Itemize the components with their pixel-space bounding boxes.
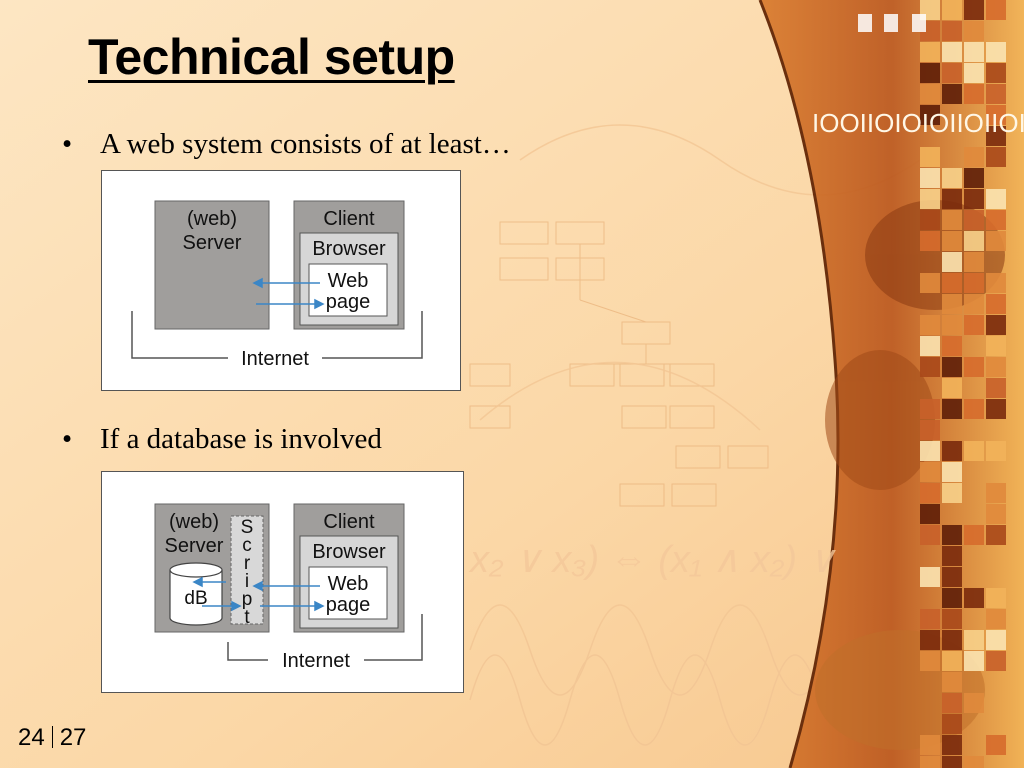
server-label-line1: (web)	[187, 208, 237, 230]
svg-text:IOOIIOIOIOIIOIIOIIOI: IOOIIOIOIOIIOIIOIIOI	[812, 108, 1024, 138]
request-arrow	[252, 580, 320, 592]
server-box	[154, 200, 270, 330]
page-number: 24 27	[18, 724, 86, 752]
page-separator	[51, 726, 53, 748]
script-to-db-arrow	[202, 600, 242, 612]
script-label: S c r i p t	[241, 517, 254, 628]
internet-bracket	[131, 311, 423, 359]
bullet-text: If a database is involved	[100, 423, 382, 455]
svg-text:i: i	[245, 571, 249, 592]
response-arrow	[256, 298, 325, 310]
webpage-label-line2: page	[326, 291, 371, 313]
bullet-item-2: • If a database is involved	[62, 423, 382, 456]
client-label: Client	[323, 208, 375, 230]
webpage-box	[308, 566, 388, 620]
svg-text:t: t	[244, 607, 250, 628]
webpage-label-line1: Web	[328, 270, 369, 292]
webpage-label-line2: page	[326, 594, 371, 616]
total-pages: 27	[59, 724, 87, 751]
database-label: dB	[184, 588, 207, 609]
current-page: 24	[18, 724, 45, 751]
bullet-text: A web system consists of at least…	[100, 128, 511, 160]
server-label-line2: Server	[183, 232, 242, 254]
bullet-item-1: • A web system consists of at least…	[62, 128, 511, 161]
webpage-box	[308, 263, 388, 317]
diagram-basic-web-system: (web) Server Client Browser Web page Int…	[101, 170, 461, 391]
svg-text:r: r	[244, 553, 251, 574]
slide-title: Technical setup	[88, 29, 455, 85]
internet-label: Internet	[241, 348, 309, 370]
browser-label: Browser	[312, 541, 386, 563]
webpage-label-line1: Web	[328, 573, 369, 595]
svg-text:S: S	[241, 517, 254, 538]
db-to-script-arrow	[192, 576, 226, 588]
svg-text:c: c	[242, 535, 252, 556]
internet-bracket	[227, 614, 423, 661]
client-label: Client	[323, 511, 375, 533]
svg-text:x₂ ∨ x₃) ⇔ (x₁ ∧ x₂) ∨: x₂ ∨ x₃) ⇔ (x₁ ∧ x₂) ∨	[468, 539, 837, 581]
browser-label: Browser	[312, 238, 386, 260]
diagram-database-web-system: (web) Server dB S c r i p t Client Brows…	[101, 471, 464, 693]
bullet-dot: •	[62, 128, 73, 160]
svg-text:p: p	[242, 589, 253, 610]
response-arrow	[260, 600, 325, 612]
bullet-dot: •	[62, 423, 73, 455]
internet-label: Internet	[282, 650, 350, 672]
request-arrow	[252, 277, 320, 289]
server-label-line2: Server	[165, 535, 224, 557]
database-cylinder	[169, 562, 223, 626]
server-label-line1: (web)	[169, 511, 219, 533]
